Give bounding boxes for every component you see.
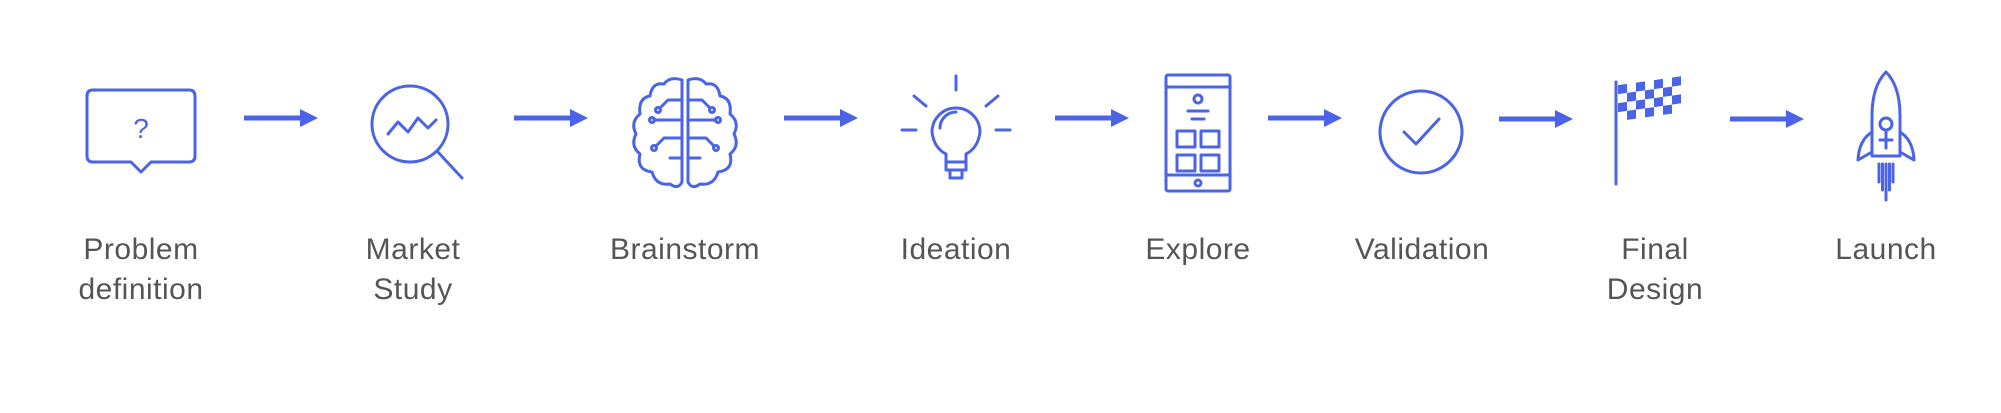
step-label-line: Launch <box>1835 233 1937 266</box>
step-label-explore: Explore <box>1078 230 1318 270</box>
checkered-flag-icon <box>1614 76 1681 186</box>
step-label-line: Market <box>365 233 461 266</box>
step-label-line: definition <box>78 273 204 306</box>
step-label-line: Validation <box>1354 233 1490 266</box>
svg-text:?: ? <box>133 113 149 144</box>
arrow-right-icon <box>784 109 858 127</box>
step-label-ideation: Ideation <box>836 230 1076 270</box>
step-label-line: Study <box>373 273 453 306</box>
arrow-right-icon <box>1730 110 1804 128</box>
step-label-market-study: Market Study <box>293 230 533 310</box>
arrow-right-icon <box>244 109 318 127</box>
step-label-final-design: Final Design <box>1535 230 1775 310</box>
step-label-line: Ideation <box>900 233 1012 266</box>
step-label-line: Brainstorm <box>609 233 761 266</box>
lightbulb-icon <box>900 74 1012 180</box>
step-label-problem-definition: Problem definition <box>21 230 261 310</box>
mobile-phone-icon <box>1164 73 1232 193</box>
magnifier-chart-icon <box>370 84 464 180</box>
step-label-validation: Validation <box>1302 230 1542 270</box>
checkmark-circle-icon <box>1378 89 1464 175</box>
arrow-right-icon <box>514 109 588 127</box>
rocket-icon <box>1856 70 1916 202</box>
step-label-launch: Launch <box>1766 230 2001 270</box>
step-label-line: Explore <box>1145 233 1251 266</box>
step-label-line: Final <box>1621 233 1689 266</box>
speech-bubble-question-icon: ? <box>85 88 197 174</box>
brain-icon <box>632 77 738 189</box>
arrow-right-icon <box>1499 110 1573 128</box>
arrow-right-icon <box>1055 109 1129 127</box>
step-label-line: Design <box>1606 273 1704 306</box>
step-label-line: Problem <box>83 233 199 266</box>
step-label-brainstorm: Brainstorm <box>565 230 805 270</box>
arrow-right-icon <box>1268 109 1342 127</box>
